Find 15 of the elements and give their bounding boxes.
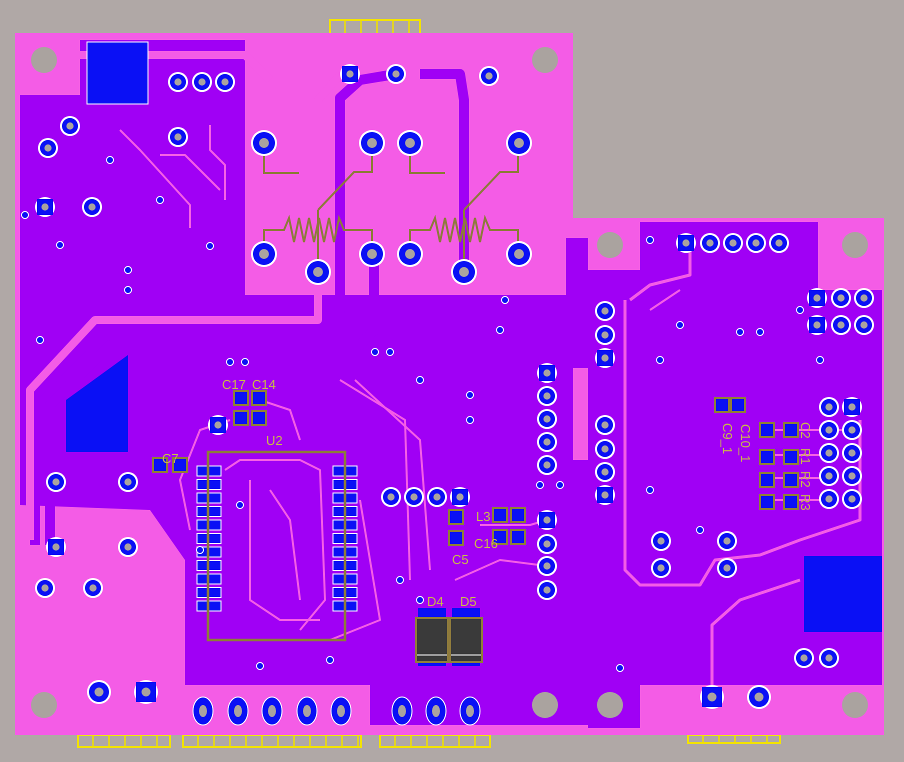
component-designator: R2 [799, 471, 812, 488]
component-designator: C9_1 [721, 423, 734, 454]
component-designator: C2 [799, 422, 812, 439]
component-designator: C17 [222, 378, 246, 391]
component-designator: L3 [476, 510, 490, 523]
component-designator: C16 [474, 537, 498, 550]
component-designator: D4 [427, 595, 444, 608]
component-designator: R1 [799, 448, 812, 465]
component-designator: D5 [460, 595, 477, 608]
component-designator: C10_1 [739, 424, 752, 462]
component-designator: C7 [162, 452, 179, 465]
component-designator: R3 [799, 494, 812, 511]
component-designator: C5 [452, 553, 469, 566]
component-designator: U2 [266, 434, 283, 447]
component-designator: C14 [252, 378, 276, 391]
